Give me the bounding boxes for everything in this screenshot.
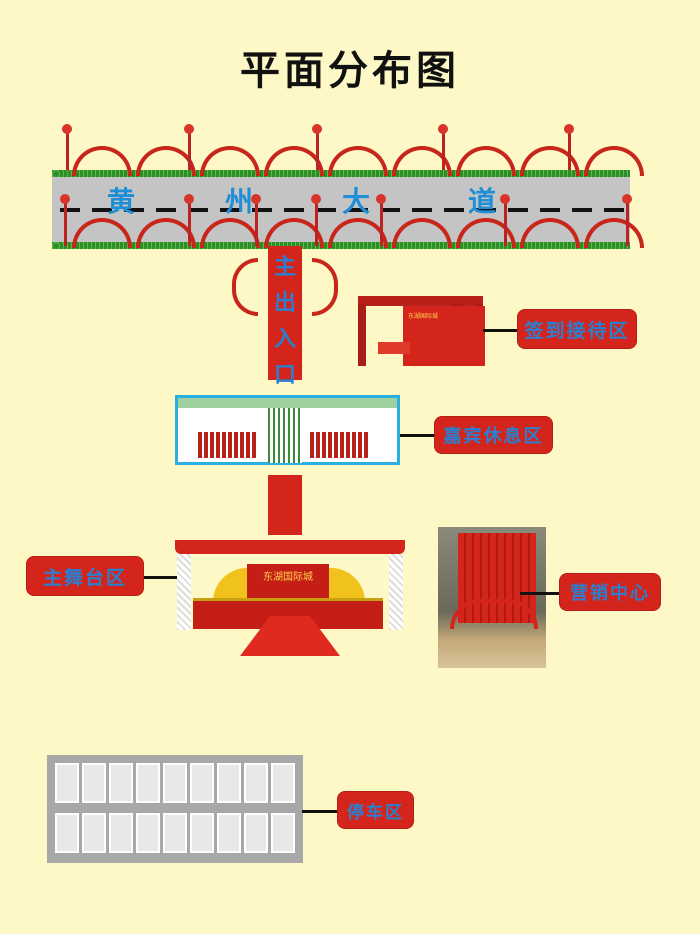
parking-space [271,763,295,803]
lamp-icon [184,124,194,134]
lamp-pole [568,130,571,170]
parking-space [163,763,187,803]
entrance-arch-right [312,258,338,316]
tent-banner: 东湖国际城 [403,306,485,366]
entrance-char: 入 [273,327,296,352]
road-name-char: 州 [225,185,254,218]
arch-decoration [520,146,580,176]
parking-space [136,813,160,853]
main-entrance: 主 出 入 口 [268,246,302,388]
road-name-char: 大 [342,185,371,218]
stage-banner: 东湖国际城 [247,564,329,598]
parking-space [190,813,214,853]
entrance-char: 主 [273,255,296,280]
connector-line [400,434,436,437]
label-parking: 停车区 [338,792,413,828]
entrance-char: 口 [273,363,296,388]
page-title: 平面分布图 [240,48,460,94]
label-sales-center: 营销中心 [560,574,660,610]
arch-decoration [456,146,516,176]
parking-space [82,813,106,853]
lamp-pole [188,130,191,170]
lamp-pole [64,200,67,246]
lamp-icon [184,194,194,204]
entrance-char: 出 [273,291,296,316]
lamp-icon [60,194,70,204]
label-reception: 签到接待区 [518,310,636,348]
lamp-icon [311,194,321,204]
lamp-pole [504,200,507,246]
entrance-arch-left [232,258,258,316]
road-name-char: 道 [468,185,497,218]
parking-space [217,763,241,803]
arch-decoration [72,146,132,176]
parking-space [109,813,133,853]
parking-space [163,813,187,853]
connector-line [520,592,560,595]
connector-line [483,329,519,332]
parking-space [217,813,241,853]
parking-space [190,763,214,803]
lamp-pole [255,200,258,246]
lamp-icon [622,194,632,204]
walkway [268,475,302,535]
main-stage: 东湖国际城 [175,540,405,656]
parking-space [271,813,295,853]
lamp-icon [376,194,386,204]
lamp-pole [315,200,318,246]
lamp-pole [316,130,319,170]
lamp-icon [500,194,510,204]
road-centerline [60,208,625,212]
lamp-icon [438,124,448,134]
parking-space [109,763,133,803]
parking-space [55,813,79,853]
parking-space [82,763,106,803]
lamp-pole [66,130,69,170]
arch-decoration [136,146,196,176]
arch-decoration [328,146,388,176]
parking-lot [47,755,303,863]
arch-decoration [264,146,324,176]
lamp-pole [626,200,629,246]
lamp-icon [312,124,322,134]
label-vip-lounge: 嘉宾休息区 [435,417,552,453]
parking-space [136,763,160,803]
connector-line [143,576,177,579]
lamp-pole [442,130,445,170]
parking-space [244,813,268,853]
parking-space [244,763,268,803]
connector-line [302,810,340,813]
lamp-pole [380,200,383,246]
lamp-pole [188,200,191,246]
arch-decoration [584,146,644,176]
parking-space [55,763,79,803]
sales-center-photo [438,527,546,668]
label-main-stage: 主舞台区 [27,557,143,595]
reception-tent: 东湖国际城 [358,296,485,366]
road-name-char: 黄 [107,185,136,218]
lamp-icon [62,124,72,134]
lamp-icon [564,124,574,134]
lamp-icon [251,194,261,204]
vip-lounge [175,395,400,465]
arch-decoration [200,146,260,176]
